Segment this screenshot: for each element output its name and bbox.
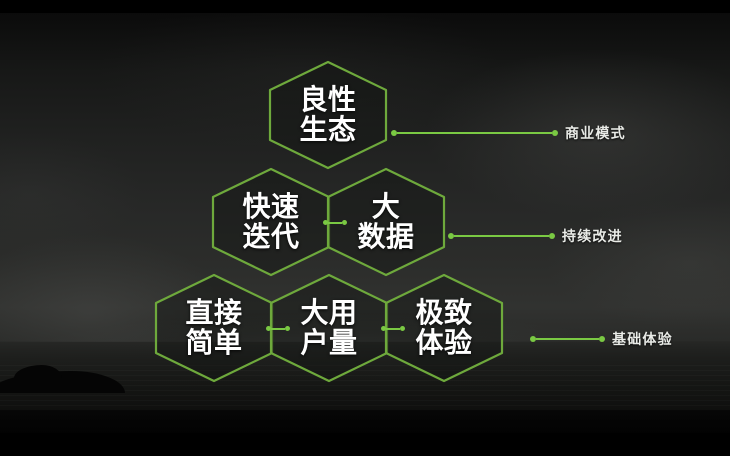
hexagon-label: 大用 户量: [268, 272, 390, 384]
link-dot-start: [381, 326, 386, 331]
background-shoreline: [0, 410, 730, 433]
callout-label: 商业模式: [565, 126, 626, 142]
hexagon-cell[interactable]: 快速 迭代: [210, 166, 332, 278]
background-photo: [0, 13, 730, 433]
callout-rule: [454, 235, 549, 237]
callout-label: 持续改进: [562, 229, 623, 245]
link-dot-end: [342, 220, 347, 225]
callout-dot-end: [552, 130, 558, 136]
hexagon-cell[interactable]: 直接 简单: [153, 272, 275, 384]
link-dot-start: [266, 326, 271, 331]
letterbox-bottom: [0, 433, 730, 456]
callout-dot-end: [599, 336, 605, 342]
hexagon-cell[interactable]: 极致 体验: [383, 272, 505, 384]
callout-business-model[interactable]: 商业模式: [391, 123, 626, 143]
hexagon-label-line: 大用: [300, 295, 358, 329]
hexagon-link: [381, 326, 405, 331]
hexagon-label: 直接 简单: [153, 272, 275, 384]
callout-rule: [397, 132, 552, 134]
hexagon-label-line: 大: [371, 189, 401, 223]
hexagon-label-line: 数据: [357, 220, 415, 253]
hexagon-cell[interactable]: 大用 户量: [268, 272, 390, 384]
callout-rule: [536, 338, 599, 340]
callout-basic-experience[interactable]: 基础体验: [530, 329, 673, 349]
hexagon-label-line: 极致: [415, 295, 473, 329]
hexagon-cell[interactable]: 良性 生态: [267, 59, 389, 171]
hexagon-label-line: 生态: [299, 113, 357, 146]
hexagon-label-line: 户量: [300, 326, 358, 359]
callout-dot-start: [530, 336, 536, 342]
hexagon-cell[interactable]: 大 数据: [325, 166, 447, 278]
hexagon-label-line: 迭代: [242, 220, 300, 253]
link-dot-end: [400, 326, 405, 331]
hexagon-label-line: 简单: [185, 326, 243, 359]
hexagon-link: [323, 220, 347, 225]
hexagon-label-line: 体验: [415, 326, 473, 359]
callout-label: 基础体验: [612, 332, 673, 348]
letterbox-top: [0, 0, 730, 13]
callout-continuous-improvement[interactable]: 持续改进: [448, 226, 623, 246]
link-dot-start: [323, 220, 328, 225]
callout-dot-end: [549, 233, 555, 239]
hexagon-label: 良性 生态: [267, 59, 389, 171]
hexagon-label-line: 良性: [299, 82, 357, 116]
link-dot-end: [285, 326, 290, 331]
callout-dot-start: [448, 233, 454, 239]
hexagon-label: 大 数据: [325, 166, 447, 278]
hexagon-link: [266, 326, 290, 331]
link-rule: [328, 221, 342, 224]
background-island-silhouette-secondary: [14, 365, 62, 381]
hexagon-label-line: 快速: [242, 189, 300, 223]
link-rule: [386, 327, 400, 330]
hexagon-label: 快速 迭代: [210, 166, 332, 278]
callout-dot-start: [391, 130, 397, 136]
hexagon-label-line: 直接: [185, 295, 243, 329]
link-rule: [271, 327, 285, 330]
hexagon-label: 极致 体验: [383, 272, 505, 384]
